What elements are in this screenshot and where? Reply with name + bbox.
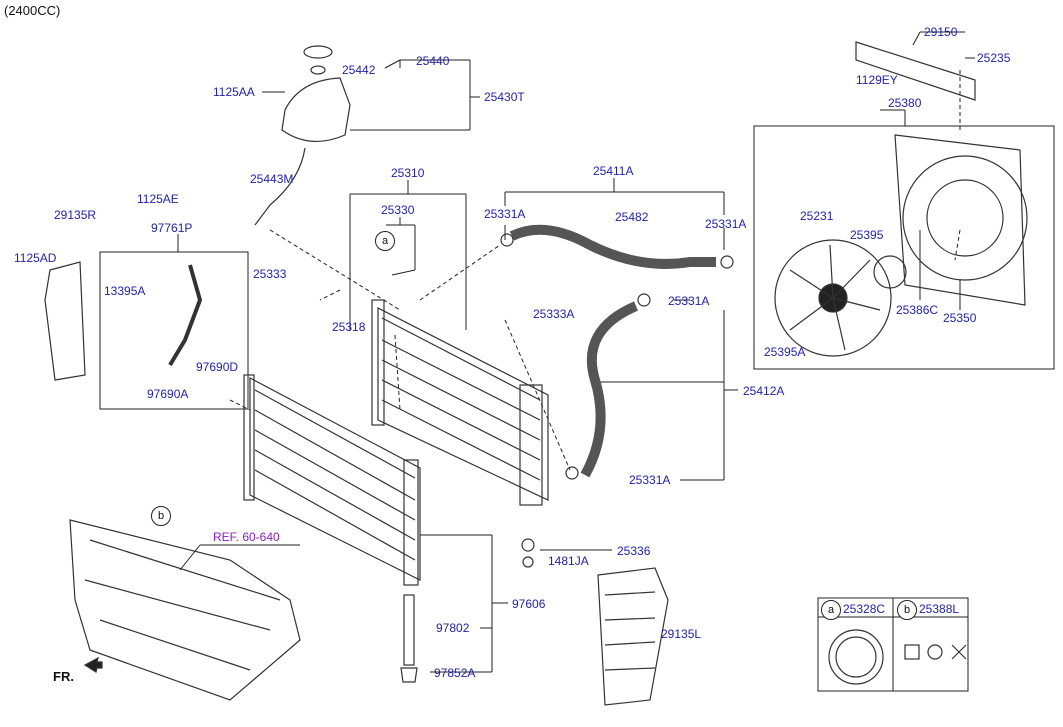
part-25442[interactable]: 25442: [342, 63, 376, 77]
part-97761P[interactable]: 97761P: [151, 221, 193, 235]
part-25331A-upper-left[interactable]: 25331A: [484, 207, 526, 221]
part-25328C[interactable]: 25328C: [843, 602, 886, 616]
part-25350[interactable]: 25350: [943, 311, 977, 325]
part-25411A[interactable]: 25411A: [593, 164, 634, 178]
marker-a-table: a: [821, 600, 841, 620]
part-25231[interactable]: 25231: [800, 209, 834, 223]
part-25336[interactable]: 25336: [617, 544, 651, 558]
part-97690D[interactable]: 97690D: [196, 360, 239, 374]
part-25380[interactable]: 25380: [888, 96, 922, 110]
part-25482[interactable]: 25482: [615, 210, 649, 224]
part-25235[interactable]: 25235: [977, 51, 1011, 65]
part-1125AE[interactable]: 1125AE: [137, 192, 179, 206]
part-25310[interactable]: 25310: [391, 166, 425, 180]
part-1125AA[interactable]: 1125AA: [213, 85, 255, 99]
part-25331A-middle[interactable]: 25331A: [668, 294, 710, 308]
part-97690A[interactable]: 97690A: [147, 387, 189, 401]
part-1129EY[interactable]: 1129EY: [856, 73, 898, 87]
part-25331A-upper-right[interactable]: 25331A: [705, 217, 747, 231]
part-1481JA[interactable]: 1481JA: [548, 554, 589, 568]
part-25430T[interactable]: 25430T: [484, 90, 525, 104]
reference-link-60-640[interactable]: REF. 60-640: [213, 530, 280, 544]
engine-caption: (2400CC): [4, 3, 61, 18]
part-13395A[interactable]: 13395A: [104, 284, 146, 298]
part-25388L[interactable]: 25388L: [919, 602, 960, 616]
part-1125AD[interactable]: 1125AD: [14, 251, 57, 265]
part-25440[interactable]: 25440: [416, 54, 450, 68]
part-97852A[interactable]: 97852A: [434, 666, 476, 680]
part-29150[interactable]: 29150: [924, 25, 958, 39]
part-25331A-lower[interactable]: 25331A: [629, 473, 671, 487]
part-25333A[interactable]: 25333A: [533, 307, 575, 321]
part-25395A[interactable]: 25395A: [764, 345, 806, 359]
part-97606[interactable]: 97606: [512, 597, 546, 611]
part-25386C[interactable]: 25386C: [896, 303, 939, 317]
part-25395[interactable]: 25395: [850, 228, 884, 242]
front-direction-label: FR.: [53, 669, 74, 684]
marker-b-table: b: [897, 600, 917, 620]
part-25333[interactable]: 25333: [253, 267, 287, 281]
part-25330[interactable]: 25330: [381, 203, 415, 217]
part-25412A[interactable]: 25412A: [743, 384, 785, 398]
part-29135L[interactable]: 29135L: [661, 627, 702, 641]
marker-a: a: [375, 231, 395, 251]
part-29135R[interactable]: 29135R: [54, 208, 97, 222]
marker-b: b: [151, 506, 171, 526]
part-25443M[interactable]: 25443M: [250, 172, 294, 186]
part-25318[interactable]: 25318: [332, 320, 366, 334]
part-97802[interactable]: 97802: [436, 621, 470, 635]
